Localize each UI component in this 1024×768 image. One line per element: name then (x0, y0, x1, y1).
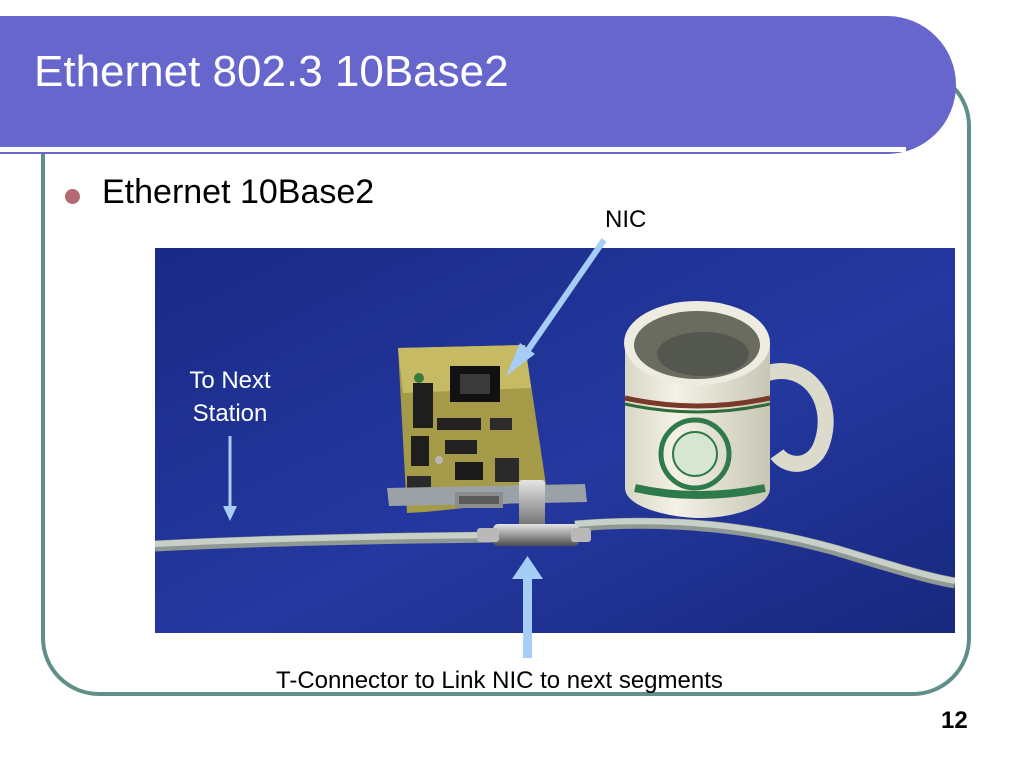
coax-cable (155, 517, 955, 589)
network-card (387, 345, 587, 513)
to-next-station-line-1: To Next (189, 367, 271, 394)
photo-background (155, 248, 955, 633)
slide-title: Ethernet 802.3 10Base2 (34, 47, 509, 96)
coffee-mug (624, 301, 834, 518)
bnc-t-connector (477, 480, 591, 546)
to-next-station-line-2: Station (192, 400, 268, 427)
bullet-icon (65, 189, 80, 204)
t-connector-label: T-Connector to Link NIC to next segments (276, 667, 723, 694)
bullet-text: Ethernet 10Base2 (102, 173, 375, 211)
page-number: 12 (941, 707, 968, 734)
to-next-station-label: To Next Station (168, 364, 292, 430)
title-bar (0, 16, 956, 154)
photo-nic-t-connector (155, 248, 955, 633)
title-underline (0, 147, 906, 152)
nic-label: NIC (605, 206, 647, 233)
